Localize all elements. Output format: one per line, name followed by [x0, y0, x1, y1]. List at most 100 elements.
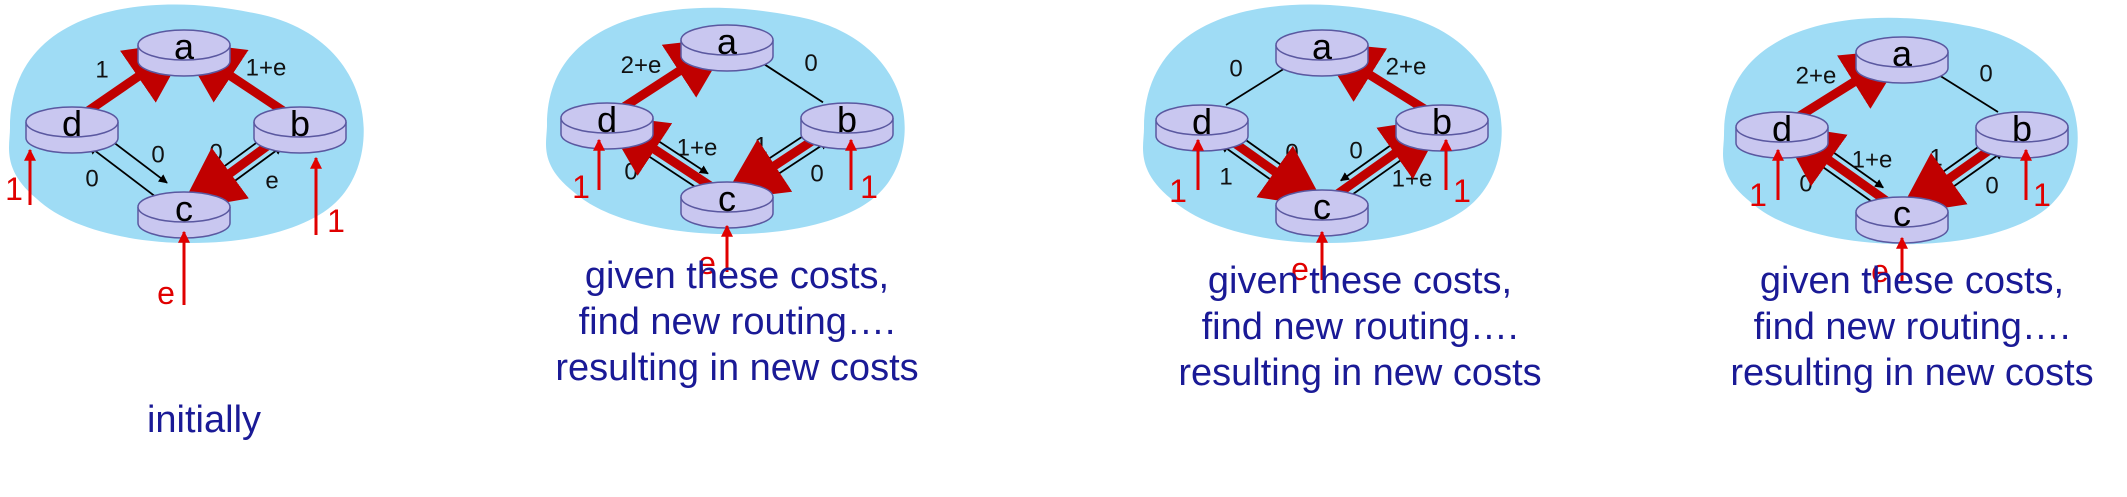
node-label-a: a: [1892, 33, 1913, 74]
edge-c-to-d: [88, 145, 157, 198]
node-label-b: b: [2012, 108, 2032, 149]
cost-label-d-a: 1: [95, 57, 108, 84]
router-node-c: c: [1275, 186, 1369, 237]
router-top: [1855, 36, 1949, 68]
node-label-d: d: [597, 99, 617, 140]
caption-line-1: given these costs,: [1208, 260, 1512, 302]
cost-label-c-d: 0: [1285, 140, 1298, 167]
router-node-a: a: [680, 21, 774, 72]
cost-label-b-a: 0: [804, 50, 817, 77]
external-label-d: 1: [1169, 173, 1187, 209]
caption-line-1: given these costs,: [585, 255, 889, 297]
node-label-b: b: [1432, 101, 1452, 142]
caption-line-1: initially: [147, 399, 261, 441]
network-cloud: [1143, 4, 1502, 244]
external-label-b: 1: [2033, 177, 2051, 213]
router-node-b: b: [800, 99, 894, 150]
node-label-d: d: [1772, 108, 1792, 149]
external-label-b: 1: [327, 203, 345, 239]
network-cloud: [9, 4, 364, 244]
cost-label-c-d: 0: [151, 142, 164, 169]
cost-label-b-c: 1+e: [1392, 166, 1433, 193]
router-node-c: c: [1855, 193, 1949, 244]
router-top: [137, 191, 231, 223]
cost-label-d-c: 0: [1799, 171, 1812, 198]
caption-line-3: resulting in new costs: [1730, 352, 2093, 394]
router-node-d: d: [25, 103, 119, 154]
router-top: [25, 106, 119, 138]
external-label-c: e: [1871, 253, 1889, 289]
node-label-d: d: [62, 103, 82, 144]
caption-line-2: find new routing….: [1754, 306, 2071, 348]
node-label-b: b: [837, 99, 857, 140]
cost-label-b-c: e: [265, 168, 278, 195]
cost-label-b-a: 1+e: [246, 55, 287, 82]
router-top: [1275, 189, 1369, 221]
router-node-b: b: [1975, 108, 2069, 159]
cost-label-d-c: 0: [85, 166, 98, 193]
cost-label-c-d: 1+e: [1852, 147, 1893, 174]
cost-label-c-b: 0: [209, 140, 222, 167]
router-top: [680, 24, 774, 56]
caption-line-2: find new routing….: [1202, 306, 1519, 348]
router-top: [1735, 111, 1829, 143]
router-top: [137, 29, 231, 61]
node-label-c: c: [1313, 186, 1331, 227]
router-node-d: d: [560, 99, 654, 150]
router-top: [1975, 111, 2069, 143]
external-label-c: e: [698, 245, 716, 281]
caption-line-3: resulting in new costs: [555, 347, 918, 389]
cost-label-b-c: 0: [810, 161, 823, 188]
external-label-d: 1: [1749, 177, 1767, 213]
cost-label-d-a: 2+e: [1796, 63, 1837, 90]
cost-label-d-c: 0: [624, 159, 637, 186]
external-label-c: e: [157, 275, 175, 311]
router-top: [680, 181, 774, 213]
external-label-b: 1: [1453, 173, 1471, 209]
caption-line-2: find new routing….: [579, 301, 896, 343]
external-label-d: 1: [5, 171, 23, 207]
router-node-b: b: [1395, 101, 1489, 152]
router-node-d: d: [1735, 108, 1829, 159]
cost-label-b-c: 0: [1985, 173, 1998, 200]
router-top: [1155, 104, 1249, 136]
cost-label-b-a: 0: [1979, 61, 1992, 88]
cost-label-c-b: 1: [1929, 145, 1942, 172]
router-node-a: a: [1855, 33, 1949, 84]
node-label-c: c: [718, 178, 736, 219]
cost-label-d-a: 2+e: [621, 52, 662, 79]
node-label-d: d: [1192, 101, 1212, 142]
router-top: [800, 102, 894, 134]
router-node-d: d: [1155, 101, 1249, 152]
node-label-c: c: [175, 188, 193, 229]
caption-line-1: given these costs,: [1760, 260, 2064, 302]
router-top: [1855, 196, 1949, 228]
network-cloud: [546, 7, 905, 235]
cost-label-d-c: 1: [1219, 164, 1232, 191]
external-label-b: 1: [860, 169, 878, 205]
node-label-a: a: [717, 21, 738, 62]
router-top: [1395, 104, 1489, 136]
cost-label-c-b: 0: [1349, 138, 1362, 165]
router-node-b: b: [253, 103, 347, 154]
router-node-a: a: [1275, 26, 1369, 77]
router-top: [560, 102, 654, 134]
caption-line-3: resulting in new costs: [1178, 352, 1541, 394]
external-label-c: e: [1291, 251, 1309, 287]
node-label-c: c: [1893, 193, 1911, 234]
node-label-a: a: [1312, 26, 1333, 67]
router-top: [1275, 29, 1369, 61]
cost-label-c-b: 1: [754, 133, 767, 160]
router-node-a: a: [137, 26, 231, 77]
external-label-d: 1: [572, 169, 590, 205]
router-node-c: c: [137, 188, 231, 239]
network-cloud: [1723, 17, 2078, 245]
node-label-a: a: [174, 26, 195, 67]
router-node-c: c: [680, 178, 774, 229]
cost-label-c-d: 1+e: [677, 135, 718, 162]
router-top: [253, 106, 347, 138]
cost-label-d-a: 0: [1229, 56, 1242, 83]
